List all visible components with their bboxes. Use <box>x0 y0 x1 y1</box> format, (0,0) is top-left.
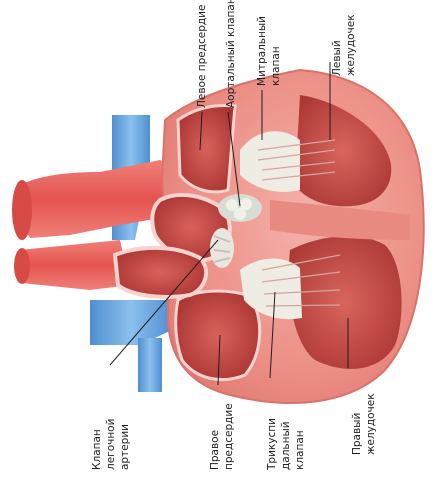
label-right-atrium-line2: предсердие <box>223 403 235 470</box>
label-right-ventricle-line2: желудочек <box>365 393 377 455</box>
aortic-valve <box>218 194 262 222</box>
label-left-ventricle-line1: Левый <box>331 40 343 76</box>
label-right-ventricle: Правый желудочек <box>351 393 377 455</box>
right-outflow-tract <box>115 248 206 297</box>
label-pulmonary-valve-line3: артерии <box>119 424 131 470</box>
right-atrium-chamber <box>176 291 260 380</box>
pulmonary-valve <box>210 228 234 268</box>
label-pulmonary-valve-line1: Клапан <box>91 429 103 470</box>
aorta-opening <box>12 180 32 240</box>
pulmonary-opening <box>14 248 30 284</box>
vena-cava-lower-stub <box>138 338 162 392</box>
label-mitral-valve-line2: клапан <box>270 46 282 86</box>
label-left-ventricle-line2: желудочек <box>345 14 357 76</box>
label-tricuspid-valve-line1: Трикуспи <box>266 418 278 471</box>
label-aortic-valve: Аортальный клапан <box>225 0 237 108</box>
label-right-atrium-line1: Правое <box>209 430 221 470</box>
label-tricuspid-valve: Трикуспи дальный клапан <box>266 418 306 471</box>
label-aortic-valve-line1: Аортальный клапан <box>225 0 237 108</box>
left-atrium-chamber <box>178 106 235 192</box>
label-pulmonary-valve: Клапан легочной артерии <box>91 419 131 470</box>
label-right-atrium: Правое предсердие <box>209 403 235 470</box>
label-tricuspid-valve-line2: дальный <box>280 421 292 470</box>
label-left-atrium: Левое предсердие <box>196 5 208 108</box>
label-pulmonary-valve-line2: легочной <box>105 419 117 470</box>
label-mitral-valve: Митральный клапан <box>256 16 282 86</box>
aorta-branch-lower <box>20 240 130 290</box>
label-tricuspid-valve-line3: клапан <box>294 430 306 470</box>
right-ventricle-chamber <box>289 236 402 369</box>
label-left-ventricle: Левый желудочек <box>331 14 357 76</box>
label-right-ventricle-line1: Правый <box>351 413 363 455</box>
label-left-atrium-line1: Левое предсердие <box>196 5 208 108</box>
label-mitral-valve-line1: Митральный <box>256 16 268 86</box>
